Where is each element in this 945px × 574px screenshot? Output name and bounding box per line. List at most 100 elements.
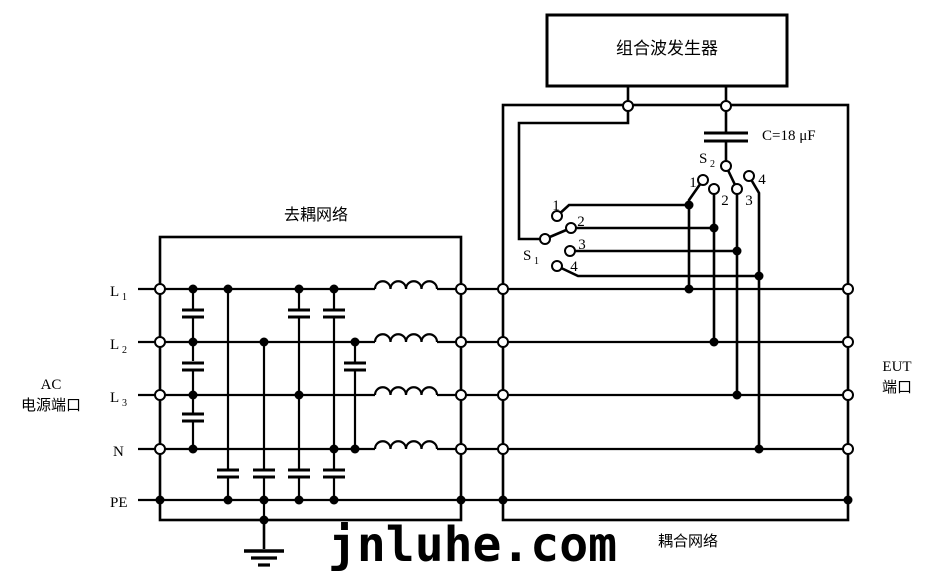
coupling-network-label: 耦合网络 bbox=[658, 533, 718, 550]
junction-dot bbox=[223, 495, 233, 505]
s1-feed-wire bbox=[517, 106, 630, 241]
s1-contact2-terminal bbox=[565, 222, 577, 234]
s2-contact1-terminal bbox=[697, 174, 709, 186]
generator-drop-wires bbox=[626, 86, 728, 132]
port-terminal bbox=[455, 389, 467, 401]
port-terminal bbox=[154, 389, 166, 401]
junction-dot bbox=[223, 284, 233, 294]
s2-label: S bbox=[699, 151, 707, 167]
s1-contact2-label: 2 bbox=[577, 214, 585, 230]
s1-contact4-wire bbox=[556, 264, 759, 278]
junction-dot bbox=[188, 390, 198, 400]
eut-terminal bbox=[842, 336, 854, 348]
s1-contact3-terminal bbox=[564, 245, 576, 257]
coupling-pe-dots bbox=[498, 495, 853, 505]
junction-dot bbox=[329, 444, 339, 454]
generator-left-terminal bbox=[622, 100, 634, 112]
s1-contact4-label: 4 bbox=[570, 259, 578, 275]
port-terminal bbox=[455, 443, 467, 455]
s1-contact4-terminal bbox=[551, 260, 563, 272]
port-terminal bbox=[497, 283, 509, 295]
junction-dot bbox=[843, 495, 853, 505]
ac-port-line2: 电源端口 bbox=[21, 397, 81, 414]
line-l3-label: L bbox=[110, 390, 119, 406]
decoupling-network-box: 去耦网络 bbox=[158, 205, 463, 522]
s2-contact1-label: 1 bbox=[689, 175, 697, 191]
capacitor-icon bbox=[344, 361, 366, 372]
s1-label-sub: 1 bbox=[534, 256, 539, 267]
inductor-icon bbox=[373, 333, 439, 343]
eut-terminal bbox=[842, 389, 854, 401]
capacitor-value-label: C=18 μF bbox=[762, 128, 816, 144]
switch-s1: S 1 1 2 3 4 bbox=[517, 106, 764, 454]
s1-contact1-label: 1 bbox=[552, 198, 560, 214]
junction-dot bbox=[498, 495, 508, 505]
capacitor-icon bbox=[253, 468, 275, 479]
series-capacitor: C=18 μF bbox=[704, 128, 816, 166]
s2-contact3-terminal bbox=[731, 183, 743, 195]
junction-dot bbox=[294, 284, 304, 294]
junction-dot bbox=[709, 223, 719, 233]
s2-contact2-label: 2 bbox=[721, 193, 729, 209]
line-pe-label: PE bbox=[110, 495, 128, 511]
capacitor-icon bbox=[323, 308, 345, 319]
line-l1-label: L bbox=[110, 284, 119, 300]
port-terminal bbox=[455, 336, 467, 348]
s1-label: S bbox=[523, 248, 531, 264]
junction-dot bbox=[294, 390, 304, 400]
line-n-label: N bbox=[113, 444, 124, 460]
junction-dot bbox=[350, 337, 360, 347]
port-terminal bbox=[154, 336, 166, 348]
decoupling-outline bbox=[158, 235, 463, 522]
s2-contact4-wire bbox=[747, 175, 761, 449]
eut-terminal bbox=[842, 283, 854, 295]
junction-dot bbox=[294, 495, 304, 505]
port-terminal bbox=[497, 389, 509, 401]
s1-contact1-terminal bbox=[551, 210, 563, 222]
s1-contact3-label: 3 bbox=[578, 237, 586, 253]
capacitor-icon bbox=[182, 412, 204, 423]
generator-box: 组合波发生器 bbox=[545, 13, 789, 88]
s2-label-sub: 2 bbox=[710, 159, 715, 170]
s2-contact3-label: 3 bbox=[745, 193, 753, 209]
s2-contact4-terminal bbox=[743, 170, 755, 182]
port-terminal bbox=[497, 443, 509, 455]
coupling-network-box: 耦合网络 bbox=[501, 103, 850, 550]
generator-outline bbox=[545, 13, 789, 88]
generator-label: 组合波发生器 bbox=[616, 39, 718, 58]
ac-port-line1: AC bbox=[41, 377, 62, 393]
capacitor-icon bbox=[182, 308, 204, 319]
terminal-circles bbox=[154, 100, 854, 455]
decoupling-network-label: 去耦网络 bbox=[284, 205, 348, 224]
ac-port-label: AC 电源端口 bbox=[21, 377, 81, 414]
generator-right-terminal bbox=[720, 100, 732, 112]
capacitor-icon bbox=[288, 468, 310, 479]
inductor-icon bbox=[373, 386, 439, 396]
junction-dot bbox=[329, 495, 339, 505]
line-l2-label-sub: 2 bbox=[122, 345, 127, 356]
junction-dot bbox=[754, 271, 764, 281]
junction-dot bbox=[259, 495, 269, 505]
junction-dot bbox=[456, 495, 466, 505]
port-terminal bbox=[455, 283, 467, 295]
decoupling-internals bbox=[155, 284, 466, 567]
s2-contact1-wire bbox=[687, 179, 705, 289]
eut-terminal bbox=[842, 443, 854, 455]
switch-s2: S 2 1 2 3 4 bbox=[687, 151, 766, 449]
line-l2-label: L bbox=[110, 337, 119, 353]
s2-contact4-label: 4 bbox=[758, 172, 766, 188]
capacitor-icon bbox=[182, 361, 204, 372]
inductor-icon bbox=[373, 440, 439, 450]
junction-dot bbox=[350, 444, 360, 454]
junction-dot bbox=[155, 495, 165, 505]
s1-pivot-terminal bbox=[539, 233, 551, 245]
junction-dot bbox=[732, 246, 742, 256]
junction-dot bbox=[188, 444, 198, 454]
line-l1-label-sub: 1 bbox=[122, 292, 127, 303]
port-terminal bbox=[154, 443, 166, 455]
watermark: jnluhe.com bbox=[328, 517, 617, 573]
line-l3-label-sub: 3 bbox=[122, 398, 127, 409]
junction-dot bbox=[188, 337, 198, 347]
s2-pivot-terminal bbox=[720, 160, 732, 172]
